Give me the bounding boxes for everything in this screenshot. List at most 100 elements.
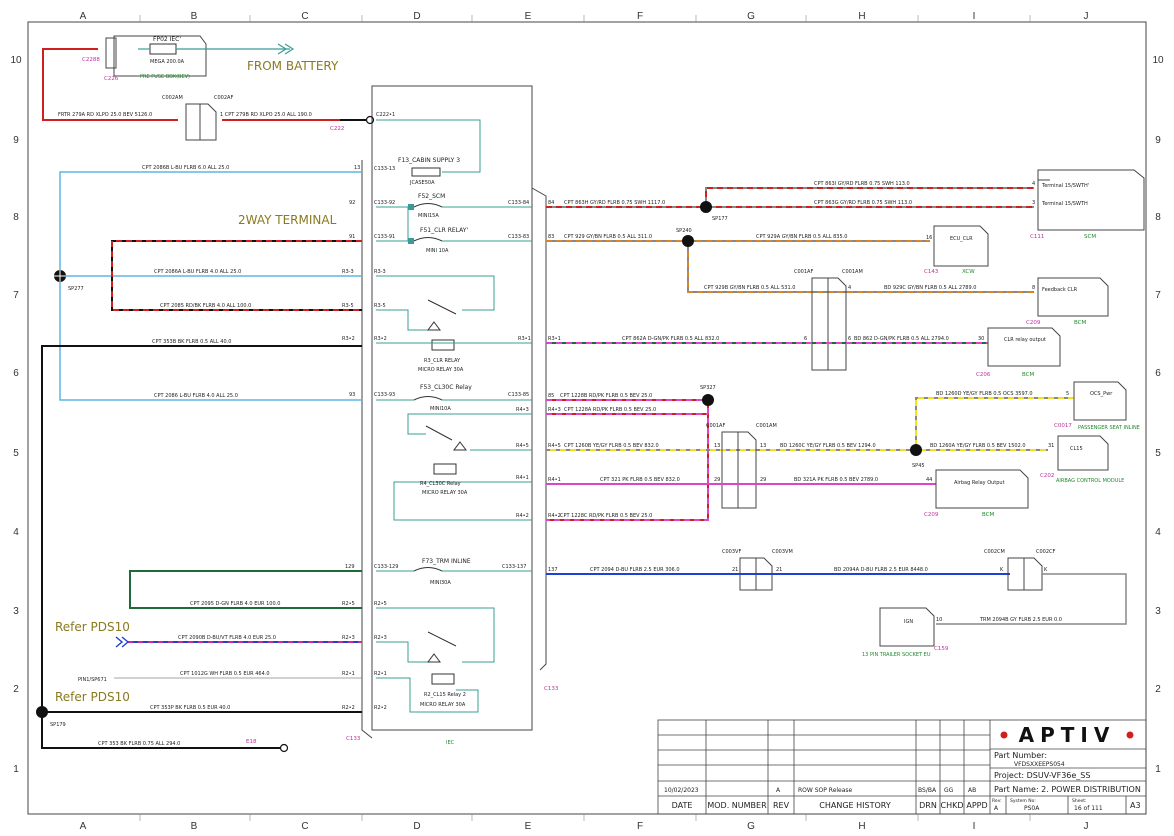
row-label-3-left: 3 <box>13 606 19 617</box>
col-label-f-bottom: F <box>637 821 643 832</box>
ocs-pwr-module <box>1073 381 1127 421</box>
r4-label: R4_CL30C Relay <box>420 481 461 487</box>
c111-label: C111 <box>1030 234 1044 240</box>
f51-label: F51_CLR RELAY' <box>420 227 468 234</box>
c133-right-label: C133 <box>544 686 559 692</box>
r3-ground-icon <box>427 321 441 331</box>
r4-1-label: R4•1 <box>516 475 529 481</box>
sp177-splice-icon <box>700 201 712 213</box>
r4-2-right: R4•2 <box>548 513 561 519</box>
part-name-value: Part Name: 2. POWER DISTRIBUTION <box>994 785 1141 794</box>
drn-value: BS/BA <box>918 787 937 794</box>
wire-2086-label: CPT 2086 L-BU FLRB 4.0 ALL 25.0 <box>154 393 238 399</box>
c002c-connector <box>1007 557 1043 591</box>
chkd-value: GG <box>944 787 954 794</box>
wire-1260a-label: BD 1260A YE/GY FLRB 0.5 BEV 1502.0 <box>930 443 1026 449</box>
c143-label: C143 <box>924 269 939 275</box>
wire-929c-label: BD 929C GY/BN FLRB 0.5 ALL 2789.0 <box>884 285 976 291</box>
row-label-3-right: 3 <box>1155 606 1161 617</box>
col-label-i-bottom: I <box>973 821 976 832</box>
c001-pin-6a: 6 <box>804 336 807 342</box>
feedback-pin-8: 8 <box>1032 285 1035 291</box>
sp45-label: SP45 <box>912 463 925 469</box>
r4-coil-loop <box>393 481 532 521</box>
c133-84-label: C133-84 <box>508 200 529 206</box>
from-battery-heading: FROM BATTERY <box>247 59 339 73</box>
wire-862-label: BD 862 D-GN/PK FLRB 0.5 ALL 2794.0 <box>854 336 949 342</box>
scm-pin-3: 3 <box>1032 200 1035 206</box>
pin-13-left: 13 <box>354 165 360 171</box>
c133-83-label: C133-83 <box>508 234 529 240</box>
c002c-pin-k-b: K <box>1044 567 1048 573</box>
r2-3-left: R2•3 <box>342 635 355 641</box>
r3-1-label: R3•1 <box>518 336 531 342</box>
c003-connector <box>739 557 773 591</box>
r2-5-label: R2•5 <box>374 601 387 607</box>
feedback-clr-label: Feedback CLR <box>1042 287 1078 293</box>
wire-2090b-label: CPT 2090B D-BU/VT FLRB 4.0 EUR 25.0 <box>178 635 276 641</box>
col-label-d-bottom: D <box>413 821 420 832</box>
trailer-socket-label: 13 PIN TRAILER SOCKET EU <box>862 652 931 658</box>
c002af-label: C002AF <box>214 95 233 101</box>
system-no-label: System No: <box>1010 798 1036 804</box>
c226-label: C226 <box>104 76 119 82</box>
r2-3-label: R2•3 <box>374 635 387 641</box>
r4-coil-icon <box>433 463 457 475</box>
f51-fuse-icon <box>413 237 443 242</box>
col-label-h-top: H <box>858 11 865 22</box>
row-label-8-right: 8 <box>1155 212 1161 223</box>
f52-sub: MINI15A <box>418 213 439 219</box>
clr-relay-output-label: CLR relay output <box>1004 337 1046 343</box>
wire-929b-label: CPT 929B GY/BN FLRB 0.5 ALL 531.0 <box>704 285 795 291</box>
col-label-g-bottom: G <box>747 821 755 832</box>
wire-279a-label: FRTR 279A RD XLPO 25.0 BEV 5126.0 <box>58 112 152 118</box>
r2-coil-feed <box>376 607 495 663</box>
e18-ring-icon <box>279 743 289 753</box>
row-label-9-left: 9 <box>13 135 19 146</box>
c209-label-b: C209 <box>924 512 939 518</box>
part-number-value: VFDSXXEEPS054 <box>1014 761 1065 768</box>
c209-label-a: C209 <box>1026 320 1041 326</box>
wire-2094a-label: BD 2094A D-BU FLRB 2.5 EUR 8448.0 <box>834 567 928 573</box>
wire-2095-label: CPT 2095 D-GN FLRB 4.0 EUR 100.0 <box>190 601 280 607</box>
row-label-8-left: 8 <box>13 212 19 223</box>
sp327-label: SP327 <box>700 385 716 391</box>
r4-in <box>407 413 532 435</box>
ocs-pwr-label: OCS_Pwr <box>1090 391 1113 397</box>
fp02-label: FP02 IEC' <box>153 36 181 43</box>
cl15-label: CL15 <box>1070 446 1083 452</box>
c133-left-connector <box>361 160 373 739</box>
sp277-cross <box>54 270 66 282</box>
e18-label: E18 <box>246 739 257 745</box>
aptiv-dot-right-icon <box>1126 731 1134 739</box>
r2-out <box>376 677 479 713</box>
wire-863i-label: CPT 863I GY/RD FLRB 0.75 SWH 113.0 <box>814 181 910 187</box>
wire-321a-label: BD 321A PK FLRB 0.5 BEV 2789.0 <box>794 477 878 483</box>
f13-sub: JCASE50A <box>409 180 435 186</box>
col-label-b-top: B <box>191 11 198 22</box>
r4-switch-icon <box>425 425 453 441</box>
r2-ground-icon <box>427 653 441 663</box>
c003vm-label: C003VM <box>772 549 793 555</box>
system-no-value: PS0A <box>1024 805 1040 812</box>
sp177-label: SP177 <box>712 216 728 222</box>
r3-switch-icon <box>427 299 457 315</box>
sp277-label: SP277 <box>68 286 84 292</box>
r3-2-label: R3•2 <box>374 336 387 342</box>
c002cm-label: C002CM <box>984 549 1005 555</box>
c003-pin-21b: 21 <box>776 567 782 573</box>
row-label-5-left: 5 <box>13 448 19 459</box>
c003vf-label: C003VF <box>722 549 741 555</box>
aptiv-dot-left-icon <box>1000 731 1008 739</box>
row-label-4-left: 4 <box>13 527 19 538</box>
r4-3-label: R4•3 <box>516 407 529 413</box>
col-label-a-top: A <box>80 11 87 22</box>
sp327-splice-icon <box>702 394 714 406</box>
col-label-j-top: J <box>1084 11 1089 22</box>
term15-swh-prime-label: Terminal 15/SWTH' <box>1041 183 1089 189</box>
mod-header: MOD. NUMBER <box>707 801 767 810</box>
wire-1228a-label: CPT 1228A RD/PK FLRB 0.5 BEV 25.0 <box>564 407 656 413</box>
wire-1012g-label: CPT 1012G WH FLRB 0.5 EUR 464.0 <box>180 671 270 677</box>
drn-header: DRN <box>919 801 937 810</box>
c133-13-label: C133-13 <box>374 166 395 172</box>
